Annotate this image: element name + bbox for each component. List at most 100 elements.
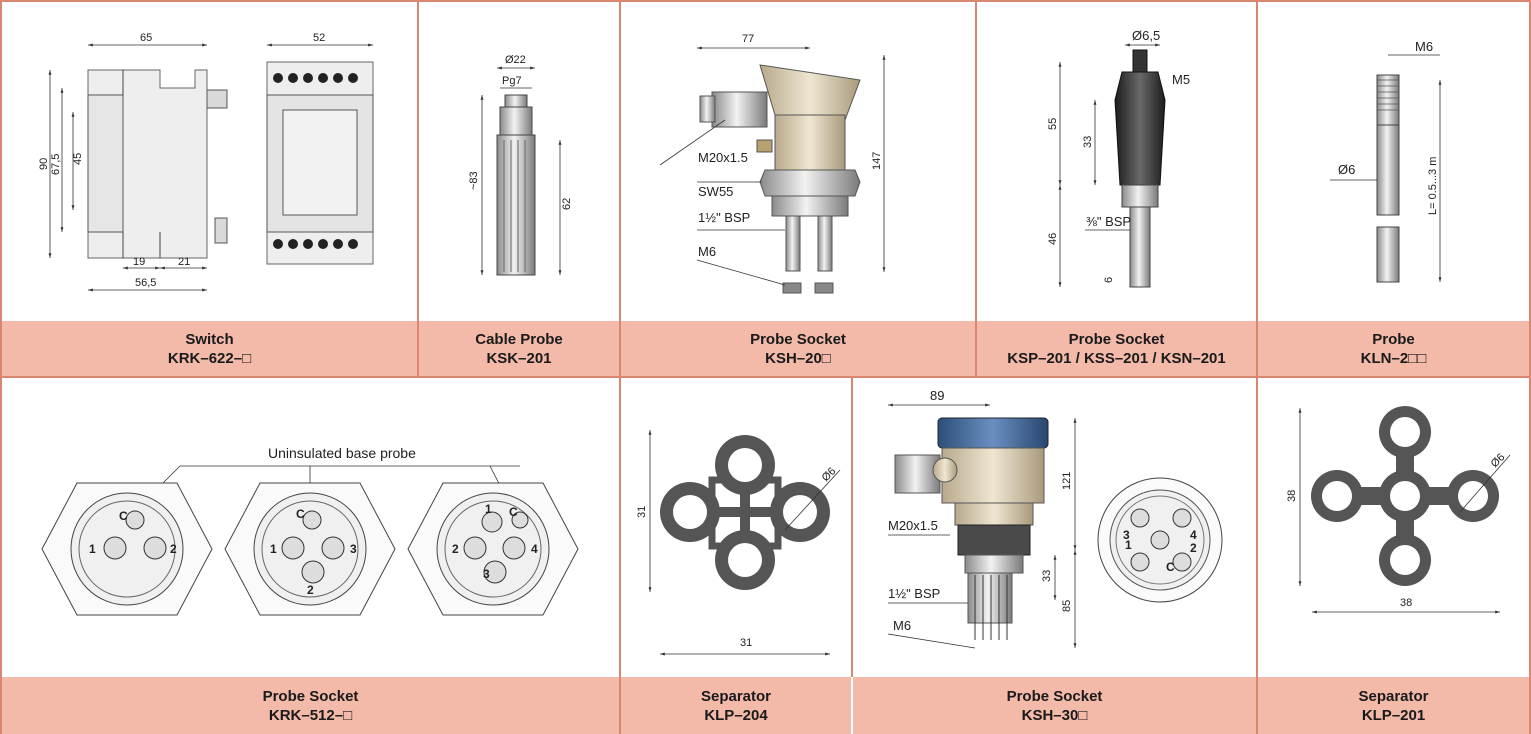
- probe-socket-ksp-drawing: Ø6,5 M5 55 33 46 ⅜" BSP 6: [1047, 28, 1190, 288]
- caption-switch: Switch KRK–622–□: [2, 321, 417, 376]
- pin-4: 4: [1190, 528, 1197, 542]
- divider-r2-1: [619, 377, 621, 734]
- dim-m6-thread: M6: [1415, 39, 1433, 54]
- pin-c: C: [509, 505, 518, 519]
- dim-62: 62: [561, 198, 573, 210]
- dim-67-5: 67,5: [50, 154, 62, 175]
- dim-90: 90: [38, 158, 50, 170]
- dim-m20x15: M20x1.5: [888, 518, 938, 533]
- dim-38-vertical: 38: [1286, 490, 1298, 502]
- caption-title: Probe Socket: [1006, 687, 1103, 705]
- divider-r2-3: [1256, 377, 1258, 734]
- caption-model: KLP–201: [1361, 706, 1426, 724]
- pin-3: 3: [483, 567, 490, 581]
- dim-31-vertical: 31: [636, 506, 648, 518]
- dim-33: 33: [1041, 570, 1053, 582]
- dim-diameter-6-5: Ø6,5: [1132, 28, 1160, 43]
- pin-1: 1: [485, 502, 492, 516]
- callout-uninsulated: Uninsulated base probe: [268, 445, 416, 461]
- caption-model: KRK–512–□: [268, 706, 353, 724]
- caption-title: Separator: [700, 687, 772, 705]
- dim-56-5: 56,5: [135, 277, 156, 289]
- caption-model: KLP–204: [704, 706, 768, 724]
- caption-probe-kln: Probe KLN–2□□: [1258, 321, 1529, 376]
- caption-model: KSH–30□: [1021, 706, 1088, 724]
- caption-probe-socket-ksp: Probe Socket KSP–201 / KSS–201 / KSN–201: [977, 321, 1256, 376]
- dim-6: 6: [1103, 277, 1115, 283]
- dim-46: 46: [1047, 233, 1059, 245]
- dim-m5: M5: [1172, 72, 1190, 87]
- dim-31-horizontal: 31: [740, 637, 752, 649]
- cable-probe-drawing: Ø22 Pg7 ~83 62: [468, 54, 573, 276]
- caption-title: Probe Socket: [750, 330, 846, 348]
- dim-21: 21: [178, 256, 190, 268]
- pin-2: 2: [307, 583, 314, 597]
- divider-r1-3: [975, 0, 977, 377]
- dim-55: 55: [1047, 118, 1059, 130]
- dim-bsp-38: ⅜" BSP: [1086, 214, 1131, 229]
- pin-c: C: [296, 507, 305, 521]
- dim-diameter-6: Ø6: [820, 465, 839, 484]
- pin-1: 1: [89, 542, 96, 556]
- dim-83: ~83: [468, 171, 480, 190]
- pin-c: C: [119, 509, 128, 523]
- switch-drawing: 65 90 67,5 45 19 21 56,5 52: [38, 32, 374, 292]
- dim-33: 33: [1082, 136, 1094, 148]
- dim-length: L= 0.5...3 m: [1427, 157, 1439, 215]
- dim-38-horizontal: 38: [1400, 597, 1412, 609]
- caption-cable-probe: Cable Probe KSK–201: [419, 321, 619, 376]
- pin-1: 1: [1125, 538, 1132, 552]
- dim-diameter-22: Ø22: [505, 54, 526, 66]
- caption-title: Probe Socket: [262, 687, 359, 705]
- dim-19: 19: [133, 256, 145, 268]
- dim-121: 121: [1061, 472, 1073, 490]
- caption-title: Separator: [1358, 687, 1429, 705]
- pin-3: 3: [350, 542, 357, 556]
- probe-kln-drawing: M6 Ø6 L= 0.5...3 m: [1330, 39, 1442, 283]
- caption-model: KSP–201 / KSS–201 / KSN–201: [1007, 349, 1226, 367]
- dim-m6: M6: [698, 244, 716, 259]
- dim-147: 147: [871, 152, 883, 170]
- divider-r2-2: [851, 377, 853, 677]
- pin-4: 4: [531, 542, 538, 556]
- dim-45: 45: [72, 153, 84, 165]
- dim-sw55: SW55: [698, 184, 733, 199]
- pin-1: 1: [270, 542, 277, 556]
- separator-klp204-drawing: 31 31 Ø6: [636, 430, 841, 656]
- caption-title: Probe Socket: [1068, 330, 1165, 348]
- divider-r1-4: [1256, 0, 1258, 377]
- pin-2: 2: [1190, 541, 1197, 555]
- separator-klp201-drawing: 38 38 Ø6: [1286, 406, 1511, 614]
- pin-3: 3: [1123, 528, 1130, 542]
- probe-socket-ksh30-drawing: 89 121 M20x1.5 33 1½" BSP 85 M6 3 4 1 2 …: [887, 388, 1223, 649]
- caption-probe-socket-ksh20: Probe Socket KSH–20□: [621, 321, 975, 376]
- caption-separator-klp201: Separator KLP–201: [1258, 677, 1529, 734]
- dim-m20x15: M20x1.5: [698, 150, 748, 165]
- caption-title: Probe: [1372, 330, 1415, 348]
- caption-probe-socket-krk512: Probe Socket KRK–512–□: [2, 677, 619, 734]
- dim-85: 85: [1061, 600, 1073, 612]
- row-divider: [0, 376, 1531, 378]
- probe-socket-krk512-drawing: Uninsulated base probe C 1 2 C 1 3 2: [41, 445, 579, 616]
- dim-diameter-6: Ø6: [1489, 451, 1508, 470]
- divider-r1-2: [619, 0, 621, 377]
- caption-model: KSK–201: [486, 349, 552, 367]
- caption-model: KSH–20□: [765, 349, 831, 367]
- dim-bsp: 1½" BSP: [698, 210, 750, 225]
- caption-model: KRK–622–□: [167, 349, 252, 367]
- outer-border-left: [0, 0, 2, 734]
- dim-bsp: 1½" BSP: [888, 586, 940, 601]
- dim-diameter-6: Ø6: [1338, 162, 1355, 177]
- dim-89: 89: [930, 388, 944, 403]
- caption-model: KLN–2□□: [1360, 349, 1427, 367]
- pin-2: 2: [170, 542, 177, 556]
- dim-pg7: Pg7: [502, 75, 522, 87]
- outer-border-right: [1529, 0, 1531, 734]
- caption-title: Switch: [185, 330, 234, 348]
- dim-m6: M6: [893, 618, 911, 633]
- outer-border-top: [0, 0, 1531, 2]
- probe-socket-ksh20-drawing: 77 147 M20x1.5 SW55 1½" BSP M6: [659, 33, 886, 294]
- dim-77: 77: [742, 33, 754, 45]
- pin-2: 2: [452, 542, 459, 556]
